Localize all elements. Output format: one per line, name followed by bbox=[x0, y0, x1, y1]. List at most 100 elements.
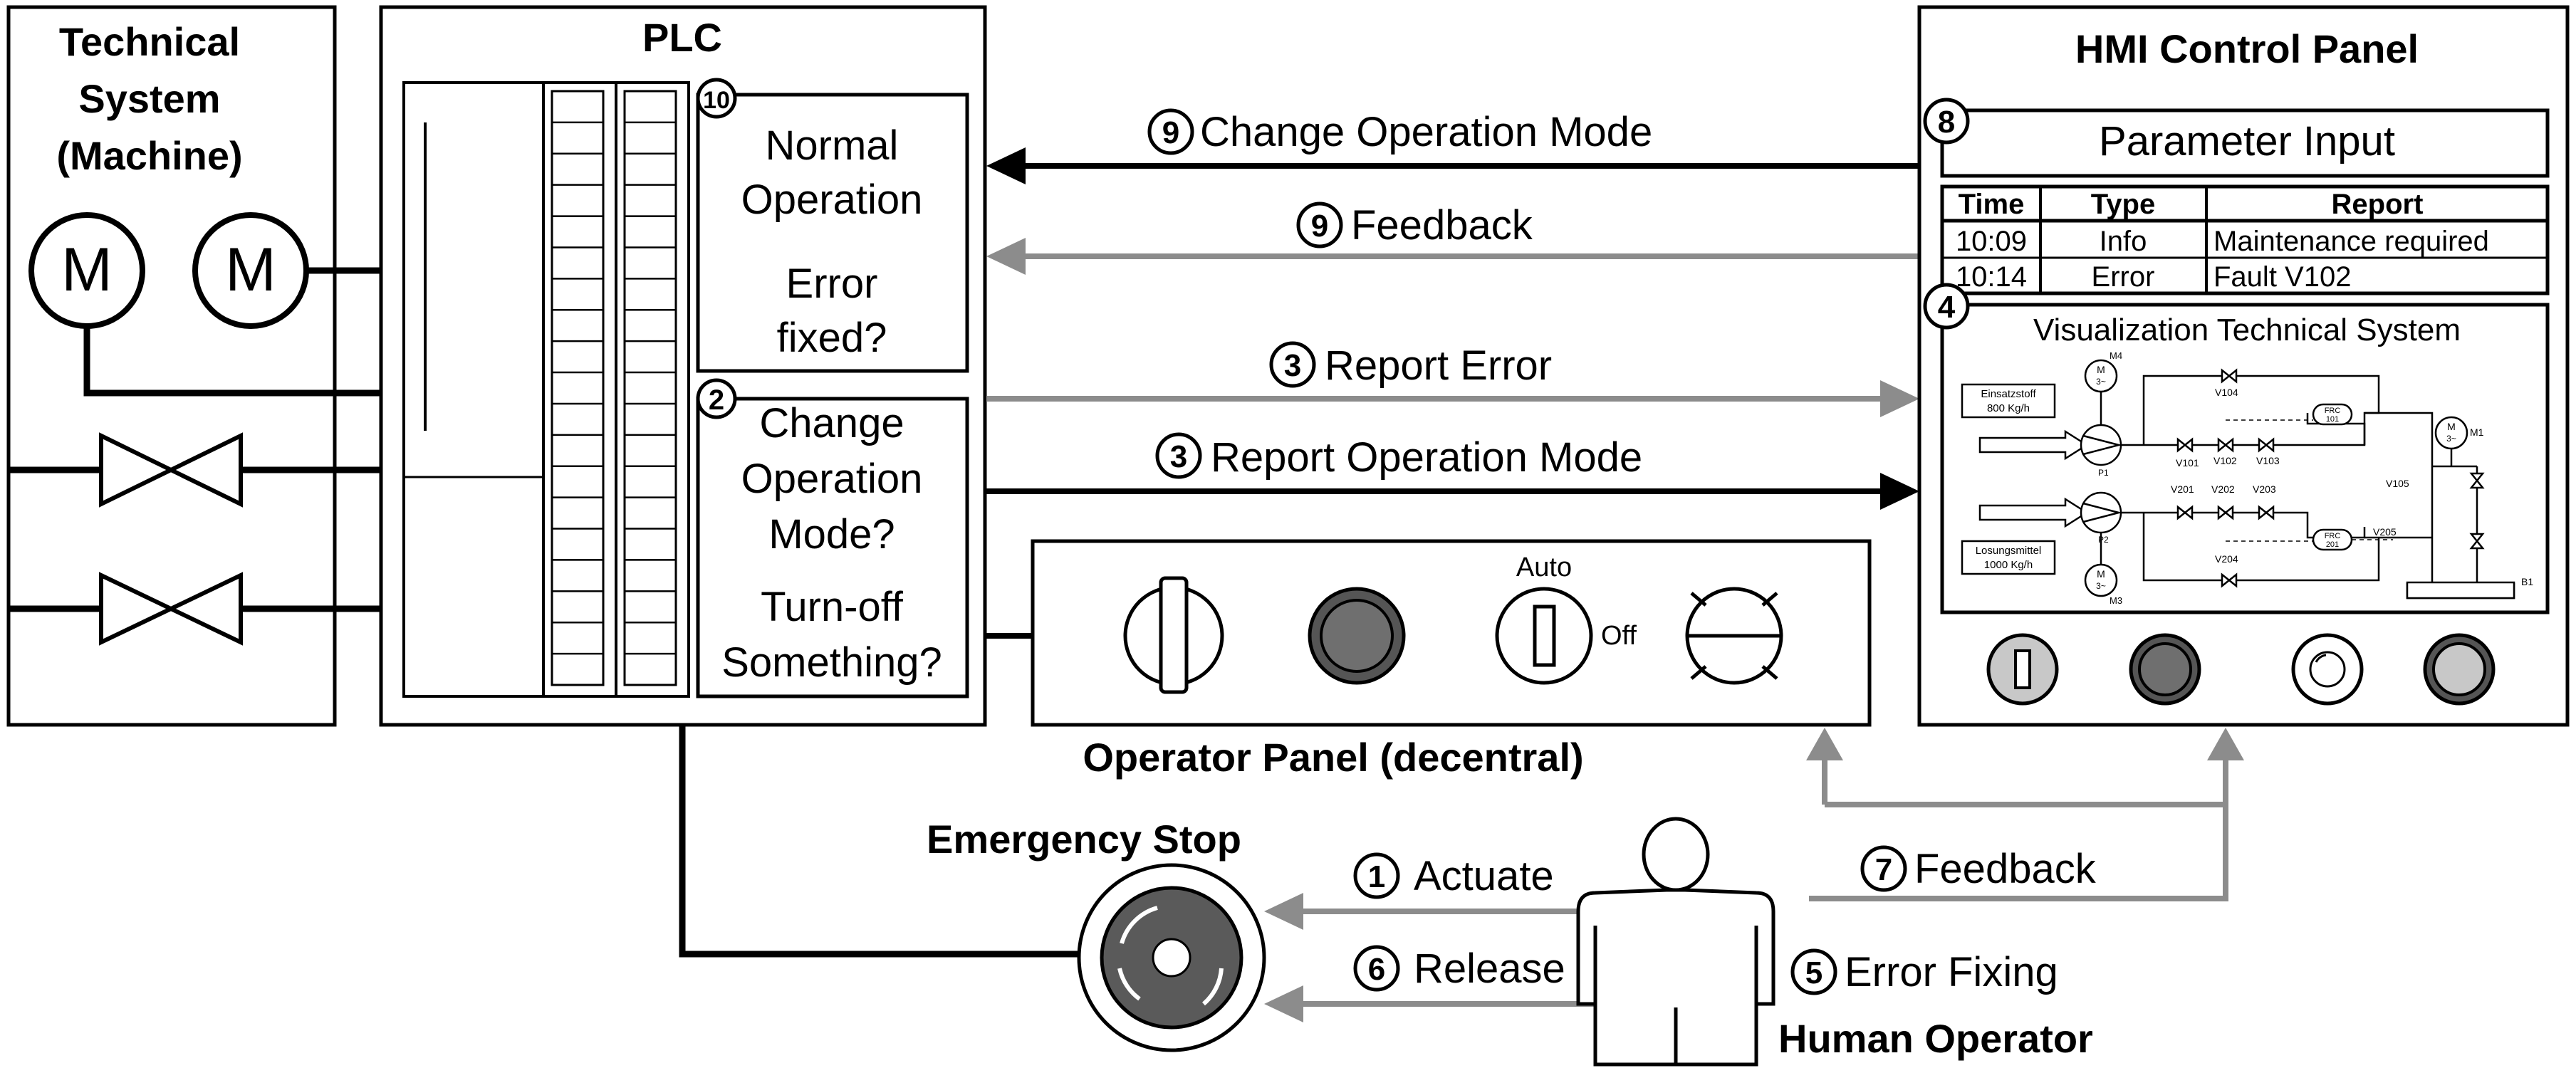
step-marker-1: 1 bbox=[1368, 859, 1385, 894]
step-marker-9: 9 bbox=[1162, 115, 1179, 150]
key-switch-icon: Auto Off bbox=[1495, 553, 1637, 685]
table-row[interactable]: 10:09 Info Maintenance required bbox=[1956, 226, 2489, 257]
plc-rack bbox=[402, 81, 690, 698]
motor-m4-phase: 3~ bbox=[2096, 377, 2106, 387]
arrow-feedback-hmi-to-plc: 9 Feedback bbox=[986, 201, 1919, 275]
valve-v205-tag: V205 bbox=[2373, 526, 2397, 538]
table-header-type: Type bbox=[2091, 189, 2155, 220]
arrow-report-operation-mode: 3 Report Operation Mode bbox=[986, 432, 1919, 510]
table-cell-type: Info bbox=[2100, 226, 2147, 257]
hmi-title: HMI Control Panel bbox=[2075, 26, 2419, 71]
valve-icon bbox=[99, 572, 243, 646]
valve-v204-tag: V204 bbox=[2215, 553, 2238, 565]
step-marker-8: 8 bbox=[1938, 105, 1955, 140]
feed-2-rate: 1000 Kg/h bbox=[1984, 559, 2033, 571]
off-label: Off bbox=[1601, 621, 1637, 651]
technical-system-title-line-1: Technical bbox=[59, 19, 240, 64]
indicator-lamp-icon bbox=[1685, 587, 1783, 685]
auto-label: Auto bbox=[1516, 553, 1572, 582]
error-fixed-line-2: fixed? bbox=[777, 315, 887, 361]
turn-off-line-1: Turn-off bbox=[761, 584, 904, 630]
error-fixing-label-group: 5 Error Fixing bbox=[1790, 948, 2058, 995]
human-operator-icon bbox=[1576, 817, 1775, 1067]
change-operation-mode-label: Change Operation Mode bbox=[1200, 109, 1652, 155]
motor-m4-tag: M4 bbox=[2110, 350, 2122, 361]
normal-operation-line-1: Normal bbox=[766, 122, 899, 169]
report-operation-mode-label: Report Operation Mode bbox=[1211, 434, 1642, 481]
normal-operation-line-2: Operation bbox=[741, 177, 923, 223]
plc-box-normal-operation: 10 Normal Operation Error fixed? bbox=[696, 78, 969, 373]
feedback-operator-label-group: 7 Feedback bbox=[1860, 845, 2097, 892]
emergency-stop-title: Emergency Stop bbox=[927, 817, 1241, 862]
pump-p1-tag: P1 bbox=[2098, 468, 2109, 478]
feed-1-name: Einsatzstoff bbox=[1981, 388, 2036, 400]
valve-icon bbox=[99, 432, 243, 508]
step-marker-10: 10 bbox=[703, 87, 730, 114]
actuate-label: Actuate bbox=[1414, 853, 1554, 899]
frc-201-tag: FRC bbox=[2325, 532, 2341, 540]
arrow-operator-feedback bbox=[1809, 758, 2228, 901]
motor-label: M bbox=[225, 236, 276, 304]
technical-system-panel: Technical System (Machine) M M bbox=[6, 5, 337, 727]
message-table: Time Type Report 10:09 Info Maintenance … bbox=[1940, 184, 2550, 295]
table-cell-report: Fault V102 bbox=[2213, 261, 2351, 293]
hmi-light-button[interactable] bbox=[2423, 633, 2496, 706]
valve-v102-tag: V102 bbox=[2213, 455, 2237, 466]
valve-v202-tag: V202 bbox=[2211, 483, 2235, 495]
table-cell-time: 10:14 bbox=[1956, 261, 2027, 293]
hmi-push-button[interactable] bbox=[2129, 633, 2201, 706]
arrow-report-error: 3 Report Error bbox=[986, 341, 1919, 417]
table-header-time: Time bbox=[1959, 189, 2025, 220]
operator-panel-title: Operator Panel (decentral) bbox=[1083, 735, 1583, 780]
hmi-indicator-lamp bbox=[2291, 633, 2364, 706]
hmi-control-panel: HMI Control Panel 8 Parameter Input Time… bbox=[1917, 5, 2570, 727]
step-marker-6: 6 bbox=[1368, 952, 1385, 987]
motor-m3-phase: 3~ bbox=[2096, 581, 2106, 591]
plc-title: PLC bbox=[642, 15, 722, 60]
feedback-label: Feedback bbox=[1351, 202, 1533, 248]
process-flow-diagram bbox=[1961, 359, 2515, 600]
emergency-stop-button[interactable]: Emergency Stop bbox=[927, 817, 1266, 1052]
arrow-actuate: 1 Actuate bbox=[1264, 852, 1645, 930]
valve-v203-tag: V203 bbox=[2253, 483, 2276, 495]
change-mode-line-3: Mode? bbox=[768, 511, 895, 557]
table-cell-time: 10:09 bbox=[1956, 226, 2027, 257]
table-row[interactable]: 10:14 Error Fault V102 bbox=[1956, 261, 2352, 293]
valve-v105-tag: V105 bbox=[2386, 478, 2409, 489]
plc-panel: PLC 10 Normal Operation Error fixed? 2 bbox=[379, 5, 987, 727]
motor-icon: M bbox=[192, 212, 309, 329]
turn-off-line-2: Something? bbox=[721, 639, 942, 686]
report-error-label: Report Error bbox=[1325, 342, 1552, 389]
technical-system-title-line-3: (Machine) bbox=[56, 133, 242, 178]
parameter-input-field[interactable]: 8 Parameter Input bbox=[1923, 98, 2550, 178]
step-marker-3: 3 bbox=[1284, 348, 1301, 383]
arrow-change-operation-mode: 9 Change Operation Mode bbox=[986, 108, 1919, 184]
tank-b1-tag: B1 bbox=[2521, 576, 2533, 587]
emergency-stop-wiring bbox=[679, 725, 1083, 958]
human-operator-title: Human Operator bbox=[1778, 1016, 2093, 1061]
table-header-report: Report bbox=[2332, 189, 2424, 220]
step-marker-5: 5 bbox=[1805, 956, 1823, 990]
step-marker-9: 9 bbox=[1311, 209, 1328, 244]
technical-system-wiring bbox=[9, 267, 381, 612]
feed-2-name: Losungsmittel bbox=[1976, 545, 2042, 557]
feed-1-rate: 800 Kg/h bbox=[1987, 402, 2030, 414]
step-marker-4: 4 bbox=[1938, 290, 1956, 325]
motor-icon: M bbox=[28, 212, 145, 329]
push-button-icon bbox=[1308, 587, 1406, 685]
table-cell-report: Maintenance required bbox=[2213, 226, 2489, 257]
frc-101-number: 101 bbox=[2326, 415, 2339, 424]
frc-101-tag: FRC bbox=[2325, 407, 2341, 415]
change-mode-line-2: Operation bbox=[741, 456, 923, 502]
parameter-input-label: Parameter Input bbox=[2099, 118, 2395, 164]
motor-m3-tag: M3 bbox=[2110, 595, 2122, 606]
release-label: Release bbox=[1414, 946, 1565, 992]
operator-panel: Auto Off Operator Panel (decentral) bbox=[985, 539, 1872, 780]
step-marker-2: 2 bbox=[709, 384, 724, 416]
valve-v104-tag: V104 bbox=[2215, 387, 2238, 398]
step-marker-3: 3 bbox=[1170, 439, 1187, 474]
hmi-key-switch-button[interactable] bbox=[1986, 633, 2059, 706]
operator-feedback-label: Feedback bbox=[1914, 846, 2097, 892]
error-fixing-label: Error Fixing bbox=[1845, 949, 2058, 995]
